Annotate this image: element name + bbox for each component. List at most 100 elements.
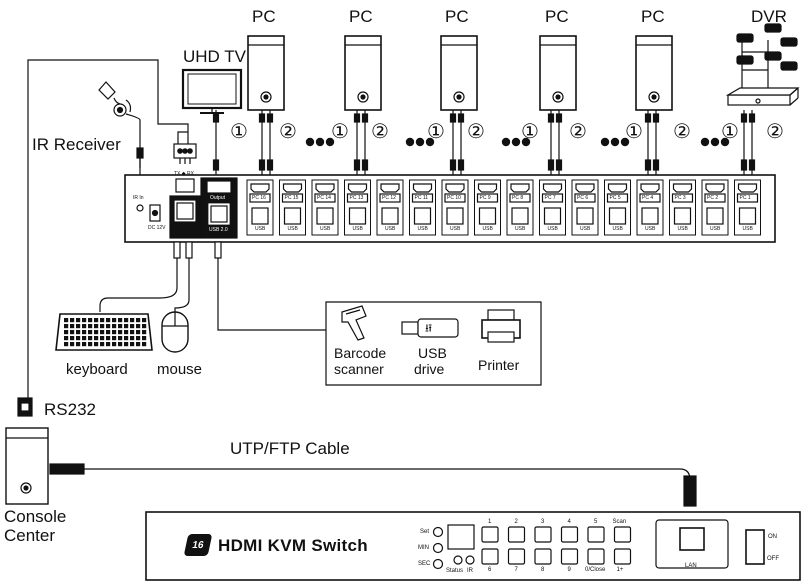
pc-label: PC <box>349 7 373 26</box>
rear-port-label: PC 5 <box>609 195 621 201</box>
rear-port-label: PC 13 <box>349 195 364 201</box>
rear-port-usb-label: USB <box>612 226 623 232</box>
front-button[interactable] <box>560 548 579 565</box>
ellipsis-dots <box>501 137 531 147</box>
rear-panel <box>124 174 776 243</box>
rear-port-usb-label: USB <box>742 226 753 232</box>
usb20-label: USB 2.0 <box>209 227 228 233</box>
rear-port-usb-label: USB <box>580 226 591 232</box>
usb-drive-label-line2: drive <box>414 361 445 377</box>
rear-port-usb-label: USB <box>450 226 461 232</box>
peripherals-box: ⭿ <box>325 301 542 386</box>
keyboard-label: keyboard <box>66 361 128 378</box>
rear-port-usb-label: USB <box>255 226 266 232</box>
on-label: ON <box>768 534 777 540</box>
set-label: Set <box>420 529 430 535</box>
ir-receiver-icon <box>98 81 144 176</box>
rear-port-label: PC 14 <box>317 195 331 201</box>
rear-port <box>669 179 696 236</box>
svg-text:⭿: ⭿ <box>425 322 432 335</box>
console-label-line2: Center <box>4 526 56 545</box>
pc-label: PC <box>641 7 665 26</box>
device-cable <box>353 110 361 175</box>
rear-port-label: PC 1 <box>739 195 751 201</box>
front-button-label: 6 <box>488 567 492 573</box>
rear-port-label: PC 12 <box>382 195 396 201</box>
cable-number-marker: ② <box>569 119 587 143</box>
cable-number-marker: ① <box>521 119 539 143</box>
cable-number-marker: ① <box>625 119 643 143</box>
ir-label: IR <box>467 568 473 574</box>
rear-port-usb-label: USB <box>515 226 526 232</box>
ellipsis-dots <box>600 137 630 147</box>
rear-port-label: PC 2 <box>707 195 719 201</box>
ellipsis-dots <box>405 137 435 147</box>
sec-label: SEC <box>418 561 431 567</box>
lan-label: LAN <box>685 563 697 569</box>
pc-label: PC <box>545 7 569 26</box>
front-button-label: 7 <box>514 567 518 573</box>
console-center-icon <box>5 427 49 505</box>
front-button-label: 0/Close <box>585 567 606 573</box>
front-button-label: 1+ <box>616 567 624 573</box>
front-button[interactable] <box>560 526 579 543</box>
output-label: Output <box>210 195 226 201</box>
device-cable <box>748 110 756 175</box>
device-cable <box>449 110 457 175</box>
front-button-label: 1 <box>488 519 492 525</box>
keyboard-icon <box>55 313 153 351</box>
cable-number-marker: ② <box>279 119 297 143</box>
cable-number-marker: ② <box>766 119 784 143</box>
front-button[interactable] <box>587 526 605 543</box>
front-button[interactable] <box>534 526 552 543</box>
txrx-connector <box>173 143 197 164</box>
rear-port <box>311 179 339 236</box>
cable-number-marker: ① <box>427 119 445 143</box>
utp-cable-label: UTP/FTP Cable <box>230 439 350 458</box>
pc-label: PC <box>252 7 276 26</box>
rear-port-label: PC 9 <box>479 195 491 201</box>
front-panel <box>145 511 801 581</box>
rear-port-label: PC 10 <box>447 195 461 201</box>
device-cable <box>644 110 652 175</box>
front-button[interactable] <box>507 548 526 565</box>
front-button[interactable] <box>481 548 499 565</box>
front-button-label: 9 <box>567 567 571 573</box>
front-button-label: 2 <box>514 519 518 525</box>
pc-tower-icon <box>247 35 285 111</box>
rear-port-usb-label: USB <box>677 226 688 232</box>
device-cable <box>547 110 555 175</box>
front-button[interactable] <box>613 548 632 565</box>
rear-port <box>604 179 631 236</box>
front-button[interactable] <box>613 526 632 543</box>
status-label: Status <box>446 568 464 574</box>
cable-number-marker: ① <box>331 119 349 143</box>
rear-port-usb-label: USB <box>645 226 656 232</box>
front-button[interactable] <box>507 526 526 543</box>
pc-tower-icon <box>539 35 577 111</box>
min-label: MIN <box>418 545 429 551</box>
rear-port-label: PC 4 <box>642 195 654 201</box>
rear-port-usb-label: USB <box>385 226 396 232</box>
rear-port-label: PC 8 <box>512 195 524 201</box>
device-cable <box>266 110 274 175</box>
usb-drive-label-line1: USB <box>418 345 447 361</box>
ir-in-label: IR In <box>133 195 144 201</box>
front-button[interactable] <box>587 548 605 565</box>
mouse-icon <box>161 311 189 353</box>
uhd-tv-icon <box>181 68 243 114</box>
ellipsis-dots <box>700 137 730 147</box>
console-label-line1: Console <box>4 507 67 526</box>
rear-port-usb-label: USB <box>320 226 331 232</box>
front-button[interactable] <box>481 526 499 543</box>
rear-port <box>441 179 469 236</box>
front-button[interactable] <box>534 548 552 565</box>
rs232-plug <box>17 397 33 417</box>
rear-port <box>344 179 371 236</box>
pc-tower-icon <box>344 35 382 111</box>
pc-tower-icon <box>440 35 478 111</box>
rear-port <box>409 179 436 236</box>
front-button-label: 3 <box>541 519 545 525</box>
device-cable <box>555 110 563 175</box>
rear-port-label: PC 11 <box>414 195 429 201</box>
